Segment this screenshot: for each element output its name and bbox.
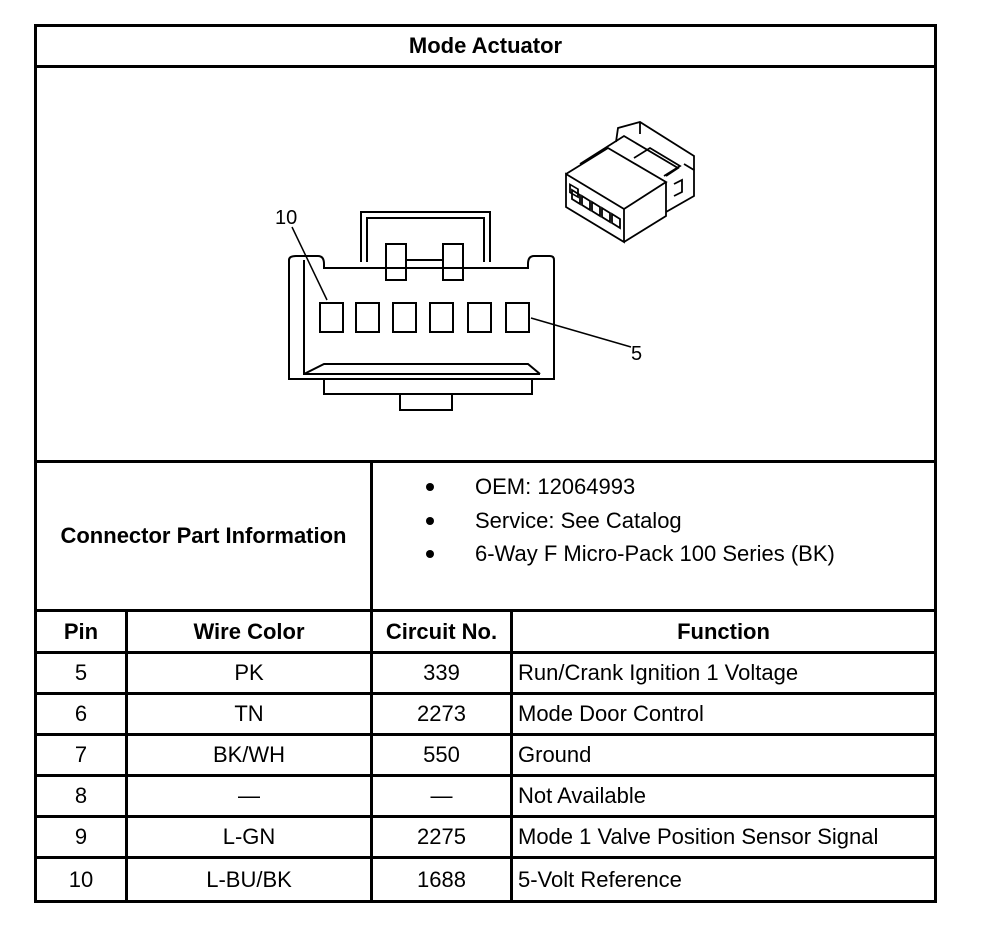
function-cell: Not Available — [518, 783, 647, 808]
pin-cavity-7 — [429, 302, 454, 333]
row-divider — [34, 733, 937, 736]
circuit-cell: 2273 — [417, 701, 466, 726]
pin-cavity-10 — [319, 302, 344, 333]
wire-color-cell: TN — [234, 701, 264, 726]
pin-cell: 8 — [74, 783, 88, 808]
diagram-divider — [34, 460, 937, 463]
pin-cavity-6 — [467, 302, 492, 333]
row-divider — [34, 815, 937, 818]
pin-cell: 6 — [74, 701, 88, 726]
wire-color-cell: L-BU/BK — [206, 866, 292, 892]
pin-cell: 7 — [74, 742, 88, 767]
row-divider — [34, 651, 937, 654]
pin-cavity-8 — [392, 302, 417, 333]
connector-info-item: OEM: 12064993 — [426, 472, 635, 502]
pin-cavity-9 — [355, 302, 380, 333]
wire-color-cell: PK — [234, 660, 264, 685]
circuit-cell: 550 — [423, 742, 460, 767]
col-divider — [370, 609, 373, 903]
function-cell: Mode Door Control — [518, 701, 704, 726]
border-bottom — [34, 900, 937, 903]
function-cell: Ground — [518, 742, 592, 767]
header-circuit-no: Circuit No. — [385, 618, 498, 644]
header-wire-color: Wire Color — [193, 618, 305, 644]
info-bottom-divider — [34, 609, 937, 612]
border-top — [34, 24, 937, 27]
info-divider — [370, 460, 373, 612]
bullet-icon — [426, 517, 434, 525]
connector-diagram: 10 5 — [275, 121, 695, 411]
border-left — [34, 24, 37, 903]
connector-3d-view — [565, 121, 695, 244]
circuit-cell: 339 — [423, 660, 460, 685]
pin-label-5: 5 — [631, 343, 642, 365]
title-divider — [34, 65, 937, 68]
bullet-icon — [426, 483, 434, 491]
circuit-cell: — — [430, 783, 453, 808]
function-cell: Run/Crank Ignition 1 Voltage — [518, 660, 799, 685]
connector-info-label: Connector Part Information — [60, 523, 347, 548]
wire-color-cell: — — [238, 783, 260, 808]
connector-info-item: 6-Way F Micro-Pack 100 Series (BK) — [426, 539, 835, 569]
page-title: Mode Actuator — [408, 33, 563, 58]
pin-cell: 9 — [74, 824, 88, 849]
row-divider — [34, 856, 937, 859]
function-cell: 5-Volt Reference — [518, 866, 682, 892]
col-divider — [510, 609, 513, 903]
wire-color-cell: BK/WH — [212, 742, 286, 767]
pin-cell: 10 — [68, 866, 94, 892]
bullet-icon — [426, 550, 434, 558]
header-function: Function — [677, 618, 770, 644]
row-divider — [34, 692, 937, 695]
pin-cavity-5 — [505, 302, 530, 333]
wire-color-cell: L-GN — [222, 824, 276, 849]
row-divider — [34, 774, 937, 777]
col-divider — [125, 609, 128, 903]
connector-info-item: Service: See Catalog — [426, 506, 682, 536]
connector-sheet: Mode Actuator — [34, 24, 937, 903]
circuit-cell: 1688 — [417, 866, 466, 892]
border-right — [934, 24, 937, 903]
circuit-cell: 2275 — [417, 824, 466, 849]
pin-label-10: 10 — [275, 207, 297, 229]
header-pin: Pin — [63, 618, 99, 644]
pin-cell: 5 — [74, 660, 88, 685]
function-cell: Mode 1 Valve Position Sensor Signal — [518, 824, 879, 849]
